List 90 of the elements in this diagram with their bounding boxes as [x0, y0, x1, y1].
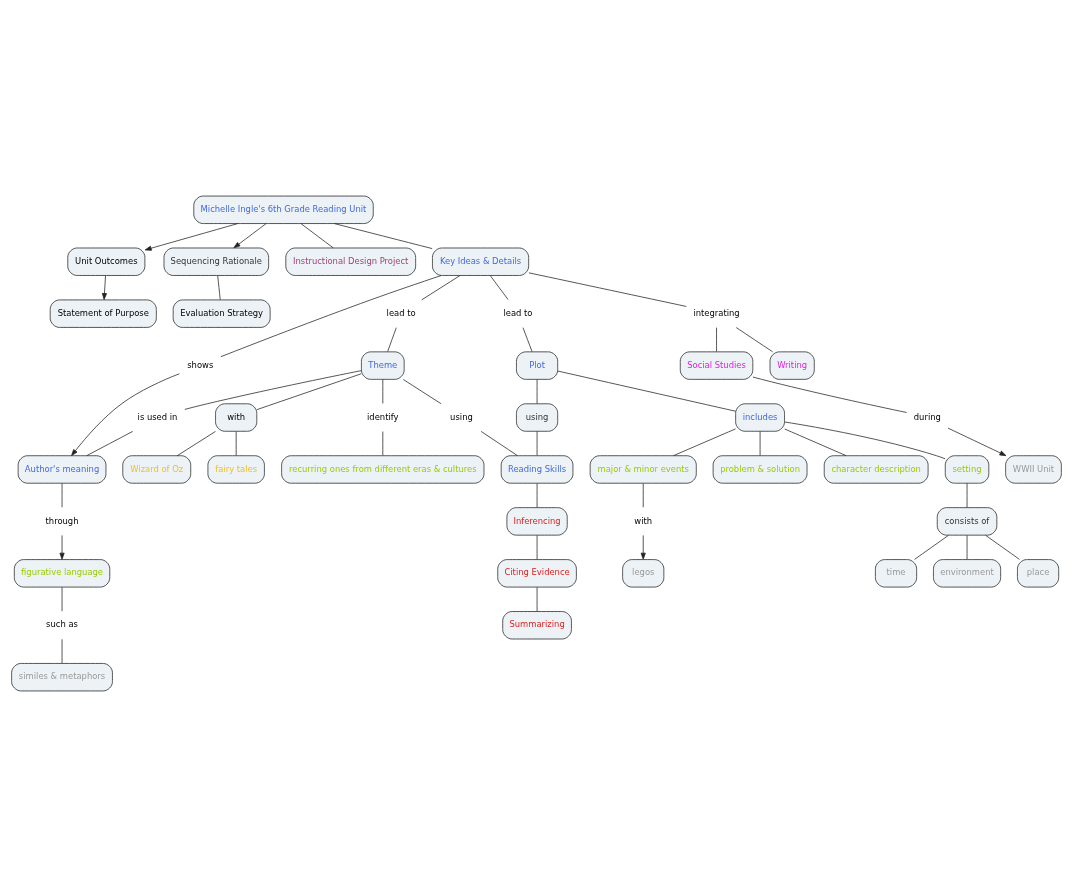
- connector: [536, 534, 538, 560]
- arrow: [101, 274, 107, 300]
- connector: [256, 372, 362, 410]
- connector: [536, 378, 538, 404]
- node-box: Author's meaning: [17, 454, 107, 484]
- connector: [752, 376, 907, 413]
- connector: [985, 534, 1020, 560]
- connector: [522, 326, 533, 352]
- connector: [642, 482, 644, 508]
- node-box: Key Ideas & Details: [432, 247, 530, 276]
- connector: [528, 271, 687, 307]
- node-box: major & minor events: [589, 454, 697, 484]
- connector: [176, 430, 216, 456]
- connector: [536, 482, 538, 508]
- arrow: [947, 427, 1007, 456]
- connector: [184, 369, 362, 410]
- connector: [217, 274, 221, 300]
- node-box: Social Studies: [679, 350, 754, 380]
- node-text: through: [45, 515, 79, 526]
- arrow: [71, 372, 180, 456]
- node-box: figurative language: [13, 558, 111, 587]
- node-box: consists of: [936, 506, 998, 536]
- connector: [382, 430, 384, 456]
- connector: [334, 222, 433, 249]
- node-text: identify: [367, 411, 399, 422]
- node-box: Sequencing Rationale: [163, 247, 269, 276]
- node-box: Theme: [361, 350, 405, 380]
- node-box: Statement of Purpose: [49, 299, 157, 328]
- connector: [914, 534, 949, 560]
- connector: [61, 482, 63, 508]
- connector: [382, 378, 384, 404]
- node-text: such as: [46, 618, 78, 629]
- node-box: legos: [622, 558, 665, 587]
- arrow: [640, 534, 646, 560]
- connector: [235, 430, 237, 456]
- connector: [300, 222, 334, 248]
- connector: [421, 274, 461, 300]
- arrow: [233, 222, 267, 248]
- node-box: Unit Outcomes: [67, 247, 146, 276]
- node-box: Reading Skills: [500, 454, 574, 484]
- node-text: integrating: [693, 307, 740, 318]
- node-text: is used in: [137, 411, 178, 422]
- node-box: recurring ones from different eras & cultures: [281, 454, 485, 484]
- node-box: using: [516, 402, 559, 432]
- node-text: lead to: [386, 307, 416, 318]
- node-box: includes: [735, 402, 785, 432]
- connector: [784, 428, 847, 456]
- node-box: Wizard of Oz: [122, 454, 192, 484]
- connector: [490, 274, 509, 300]
- node-text: lead to: [503, 307, 533, 318]
- node-box: WWII Unit: [1005, 454, 1062, 484]
- node-box: place: [1017, 558, 1060, 587]
- connector: [220, 274, 442, 357]
- connector: [536, 586, 538, 612]
- node-box: time: [875, 558, 917, 587]
- node-text: during: [913, 411, 941, 422]
- connector: [557, 370, 736, 412]
- connector: [735, 326, 773, 352]
- arrow: [144, 222, 239, 251]
- connector: [86, 430, 134, 456]
- connector: [673, 428, 736, 456]
- connector: [716, 326, 717, 352]
- node-box: with: [215, 402, 258, 432]
- connector: [966, 482, 968, 508]
- node-box: character description: [823, 454, 929, 484]
- node-box: fairy tales: [207, 454, 265, 484]
- connector: [480, 430, 518, 456]
- connector: [966, 534, 968, 560]
- node-box: Plot: [516, 350, 559, 380]
- node-box: environment: [933, 558, 1002, 587]
- node-box: Evaluation Strategy: [172, 299, 271, 328]
- node-text: using: [450, 411, 473, 422]
- node-box: problem & solution: [712, 454, 808, 484]
- connector: [784, 421, 946, 459]
- node-box: Summarizing: [502, 610, 572, 639]
- node-text: with: [634, 515, 653, 526]
- connector: [402, 378, 442, 404]
- arrow: [59, 534, 65, 560]
- node-box: setting: [944, 454, 990, 484]
- connector: [387, 326, 397, 352]
- node-text: shows: [187, 359, 214, 370]
- node-box: Writing: [769, 350, 815, 380]
- node-box: Citing Evidence: [497, 558, 577, 587]
- connector: [759, 430, 761, 456]
- node-box: Inferencing: [506, 506, 568, 536]
- connector: [61, 638, 63, 663]
- node-box: Instructional Design Project: [285, 247, 416, 276]
- connector: [536, 430, 538, 456]
- node-box: Michelle Ingle's 6th Grade Reading Unit: [193, 195, 374, 224]
- node-box: similes & metaphors: [11, 662, 113, 691]
